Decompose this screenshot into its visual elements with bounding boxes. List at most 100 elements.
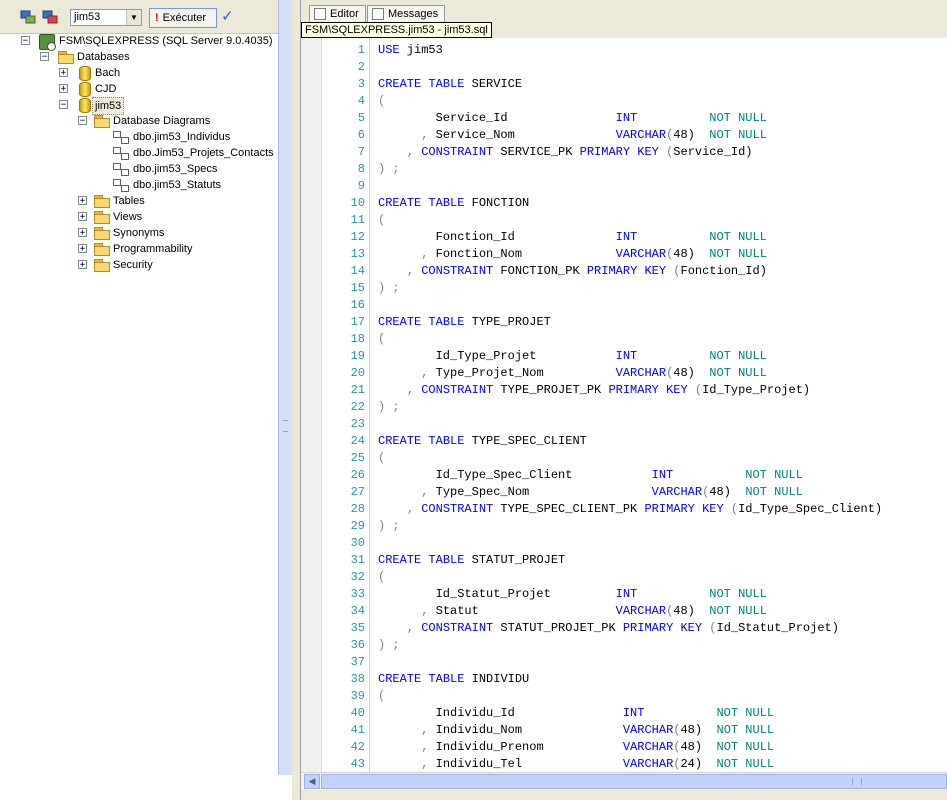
code-text: , Type_Spec_Nom VARCHAR(48) NOT NULL — [421, 485, 803, 499]
line-number: 20 — [350, 366, 365, 380]
line-number: 39 — [350, 689, 365, 703]
folder-label: Security — [113, 259, 153, 271]
line-number: 36 — [350, 638, 365, 652]
line-number: 34 — [350, 604, 365, 618]
diagram-icon — [113, 147, 129, 160]
line-number: 18 — [350, 332, 365, 346]
scrollbar-thumb[interactable] — [321, 774, 947, 789]
tab-messages[interactable]: Messages — [367, 5, 446, 22]
folder-label: Synonyms — [113, 227, 165, 239]
code-text: Id_Type_Spec_Client INT NOT NULL — [378, 468, 803, 482]
diagram-label: dbo.jim53_Statuts — [133, 179, 222, 191]
db-jim53-label: jim53 — [92, 97, 125, 115]
collapse-icon[interactable]: − — [78, 116, 87, 126]
code-text: CREATE TABLE FONCTION — [378, 196, 530, 210]
messages-icon — [372, 8, 384, 20]
grip-icon — [852, 778, 862, 785]
chevron-down-icon[interactable]: ▼ — [126, 10, 141, 25]
code-text: , Individu_Tel VARCHAR(24) NOT NULL — [421, 757, 775, 771]
line-number: 17 — [350, 315, 365, 329]
code-text: , CONSTRAINT TYPE_SPEC_CLIENT_PK PRIMARY… — [406, 502, 883, 516]
code-text: Id_Type_Projet INT NOT NULL — [378, 349, 767, 363]
code-text: ( — [378, 213, 386, 227]
expand-icon[interactable]: + — [78, 244, 87, 254]
expand-icon[interactable]: + — [78, 228, 87, 238]
server-icon — [39, 34, 56, 51]
horizontal-scrollbar[interactable]: ◀ — [301, 772, 947, 790]
line-number: 29 — [350, 519, 365, 533]
line-number: 19 — [350, 349, 365, 363]
expand-icon[interactable]: + — [59, 84, 68, 94]
expand-icon[interactable]: + — [59, 68, 68, 78]
code-text: CREATE TABLE SERVICE — [378, 77, 523, 91]
diagram-label: dbo.jim53_Specs — [133, 163, 218, 175]
diagram-icon — [113, 163, 129, 176]
code-text: , Individu_Nom VARCHAR(48) NOT NULL — [421, 723, 775, 737]
folder-label: Tables — [113, 195, 145, 207]
code-text: , Type_Projet_Nom VARCHAR(48) NOT NULL — [421, 366, 767, 380]
collapse-icon[interactable]: − — [21, 36, 30, 46]
connect-icon[interactable] — [20, 9, 36, 25]
line-number: 26 — [350, 468, 365, 482]
code-text: ( — [378, 94, 386, 108]
line-number: 42 — [350, 740, 365, 754]
collapse-icon[interactable]: − — [40, 52, 49, 62]
databases-label: Databases — [77, 51, 130, 63]
collapse-icon[interactable]: − — [59, 100, 68, 110]
line-number: 16 — [350, 298, 365, 312]
editor-icon — [314, 8, 326, 20]
tab-editor[interactable]: Editor — [309, 5, 366, 22]
line-number: 27 — [350, 485, 365, 499]
line-number: 38 — [350, 672, 365, 686]
object-tree: − FSM\SQLEXPRESS (SQL Server 9.0.4035) −… — [0, 33, 292, 773]
folder-icon — [94, 211, 110, 224]
code-text: ) ; — [378, 519, 400, 533]
code-text: ) ; — [378, 281, 400, 295]
folder-icon — [94, 243, 110, 256]
line-number: 7 — [357, 145, 365, 159]
line-number: 3 — [357, 77, 365, 91]
code-text: ( — [378, 570, 386, 584]
code-text: ) ; — [378, 400, 400, 414]
parse-check-icon[interactable]: ✓ — [221, 8, 234, 25]
expand-icon[interactable]: + — [78, 196, 87, 206]
line-number: 43 — [350, 757, 365, 771]
line-number: 21 — [350, 383, 365, 397]
expand-icon[interactable]: + — [78, 260, 87, 270]
editor-margin — [301, 38, 322, 772]
tab-editor-label: Editor — [330, 8, 359, 20]
line-number: 8 — [357, 162, 365, 176]
code-text: CREATE TABLE INDIVIDU — [378, 672, 530, 686]
disconnect-icon[interactable] — [42, 9, 58, 25]
code-text: , Statut VARCHAR(48) NOT NULL — [421, 604, 767, 618]
line-number: 35 — [350, 621, 365, 635]
line-number: 23 — [350, 417, 365, 431]
code-text: ) ; — [378, 162, 400, 176]
folder-label: Programmability — [113, 243, 193, 255]
code-text: Fonction_Id INT NOT NULL — [378, 230, 767, 244]
code-text: ( — [378, 451, 386, 465]
database-select[interactable]: jim53 ▼ — [70, 9, 142, 26]
pane-splitter[interactable] — [292, 0, 301, 800]
server-label: FSM\SQLEXPRESS (SQL Server 9.0.4035) — [59, 35, 273, 47]
execute-bang-icon: ! — [155, 12, 159, 24]
execute-button[interactable]: !Exécuter — [149, 8, 217, 28]
code-text: , Individu_Prenom VARCHAR(48) NOT NULL — [421, 740, 775, 754]
code-text: Individu_Id INT NOT NULL — [378, 706, 775, 720]
tooltip: FSM\SQLEXPRESS.jim53 - jim53.sql — [301, 22, 492, 38]
line-number: 1 — [357, 43, 365, 57]
scroll-left-icon[interactable]: ◀ — [304, 774, 320, 789]
diagrams-folder-label: Database Diagrams — [113, 115, 211, 127]
code-text: , CONSTRAINT FONCTION_PK PRIMARY KEY (Fo… — [406, 264, 767, 278]
expand-icon[interactable]: + — [78, 212, 87, 222]
code-text: Service_Id INT NOT NULL — [378, 111, 767, 125]
diagram-icon — [113, 131, 129, 144]
line-number: 2 — [357, 60, 365, 74]
code-text: , CONSTRAINT STATUT_PROJET_PK PRIMARY KE… — [406, 621, 839, 635]
line-number: 5 — [357, 111, 365, 125]
folder-icon — [58, 51, 74, 64]
diagram-icon — [113, 179, 129, 192]
line-number-separator — [369, 38, 370, 772]
